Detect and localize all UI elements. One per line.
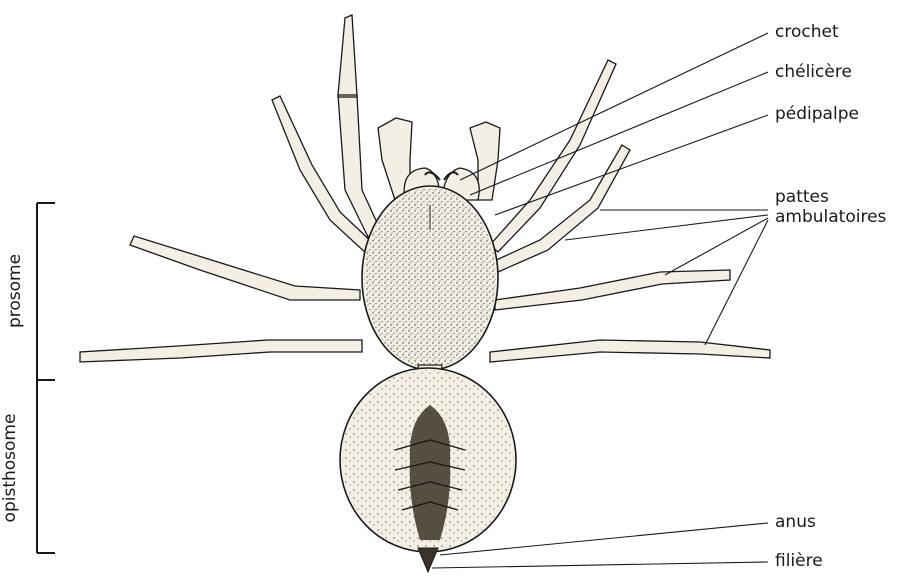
label-chelicere: chélicère — [775, 62, 852, 82]
leg-right-4 — [490, 340, 770, 362]
label-pedipalpe: pédipalpe — [775, 104, 859, 124]
leg-left-4 — [80, 340, 362, 362]
label-opisthosome: opisthosome — [0, 408, 20, 528]
label-ambulatoires: ambulatoires — [775, 207, 886, 227]
leg-left-3 — [130, 236, 360, 300]
region-bracket — [37, 203, 55, 553]
label-pattes: pattes — [775, 187, 829, 207]
opisthosome-dark-band — [410, 405, 451, 540]
label-anus: anus — [775, 512, 816, 532]
leg-right-1 — [490, 60, 616, 252]
label-filiere: filière — [775, 551, 823, 571]
label-crochet: crochet — [775, 22, 839, 42]
label-prosome: prosome — [5, 251, 25, 331]
leg-right-3 — [495, 270, 730, 310]
